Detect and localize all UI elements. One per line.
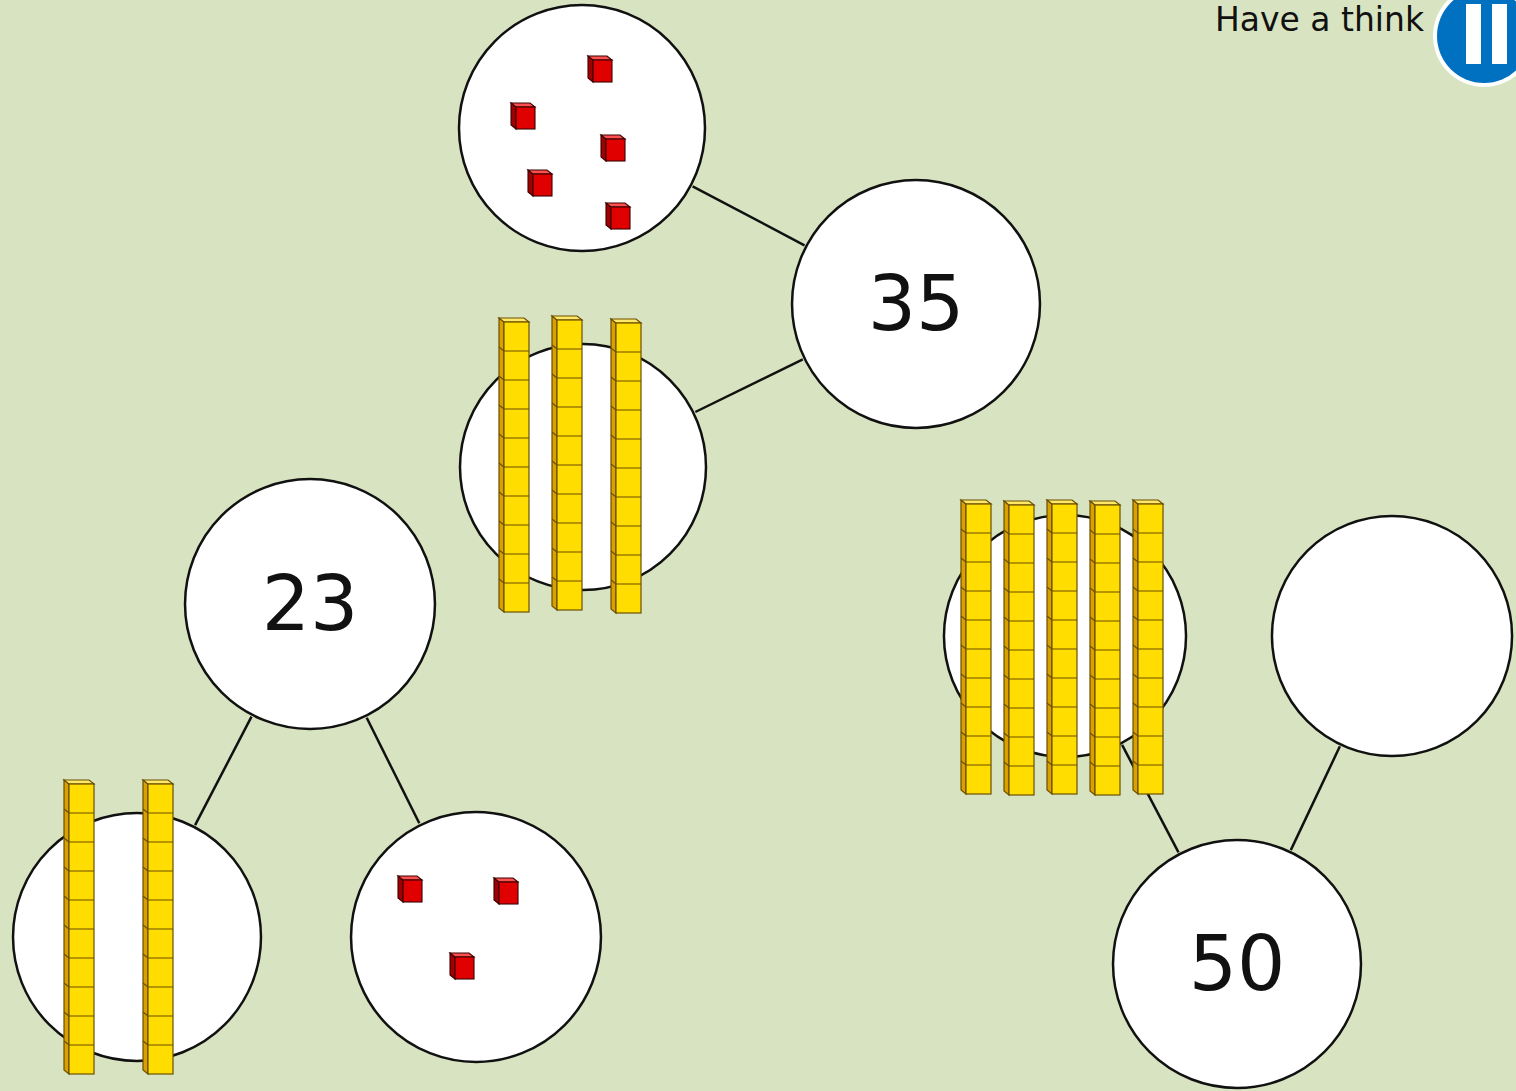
connector-line — [693, 186, 805, 245]
ten-rod — [611, 319, 641, 613]
circle-shape — [1272, 516, 1512, 756]
circle-shape — [1113, 840, 1361, 1088]
one-cube — [588, 56, 612, 82]
one-cube — [601, 135, 625, 161]
ten-rod — [64, 780, 94, 1074]
whole-number: 50 — [1189, 926, 1286, 1002]
part-whole-circle: 23 — [183, 477, 437, 731]
one-cube — [494, 878, 518, 904]
circle-shape — [944, 515, 1186, 757]
part-whole-circle — [349, 810, 603, 1064]
circle-shape — [460, 344, 706, 590]
part-whole-circle — [458, 342, 708, 592]
whole-number: 23 — [262, 566, 359, 642]
connector-line — [1122, 745, 1178, 853]
one-cube — [398, 876, 422, 902]
part-whole-circle — [1270, 514, 1514, 758]
icon-disc — [1437, 0, 1516, 83]
ten-rod — [1004, 501, 1034, 795]
ten-rod — [143, 780, 173, 1074]
ten-rod — [499, 318, 529, 612]
part-whole-circle: 35 — [790, 178, 1042, 430]
circle-outline — [457, 3, 707, 253]
ten-rod — [1090, 501, 1120, 795]
part-whole-circle — [942, 513, 1188, 759]
ten-rod — [961, 500, 991, 794]
connector-line — [695, 359, 803, 412]
connector-line — [1291, 746, 1340, 850]
part-whole-circle — [457, 3, 707, 253]
one-cube — [450, 953, 474, 979]
ten-rod — [552, 316, 582, 610]
connector-line — [195, 717, 251, 826]
circle-shape — [13, 813, 261, 1061]
circle-shape — [185, 479, 435, 729]
part-whole-circle — [11, 811, 263, 1063]
circle-outline — [349, 810, 603, 1064]
circle-outline — [942, 513, 1188, 759]
pause-bar — [1466, 4, 1481, 64]
circle-shape — [351, 812, 601, 1062]
one-cube — [511, 103, 535, 129]
circle-outline — [11, 811, 263, 1063]
connector-line — [367, 718, 420, 824]
circle-shape — [459, 5, 705, 251]
one-cube — [606, 203, 630, 229]
circle-shape — [792, 180, 1040, 428]
circle-outline — [1270, 514, 1514, 758]
ten-rod — [1133, 500, 1163, 794]
part-whole-circle: 50 — [1111, 838, 1363, 1090]
circle-outline — [458, 342, 708, 592]
pause-bar — [1492, 4, 1507, 64]
icon-ring — [1433, 0, 1516, 87]
one-cube — [528, 170, 552, 196]
whole-number: 35 — [868, 266, 965, 342]
ten-rod — [1047, 500, 1077, 794]
prompt-label: Have a think — [1215, 2, 1424, 38]
